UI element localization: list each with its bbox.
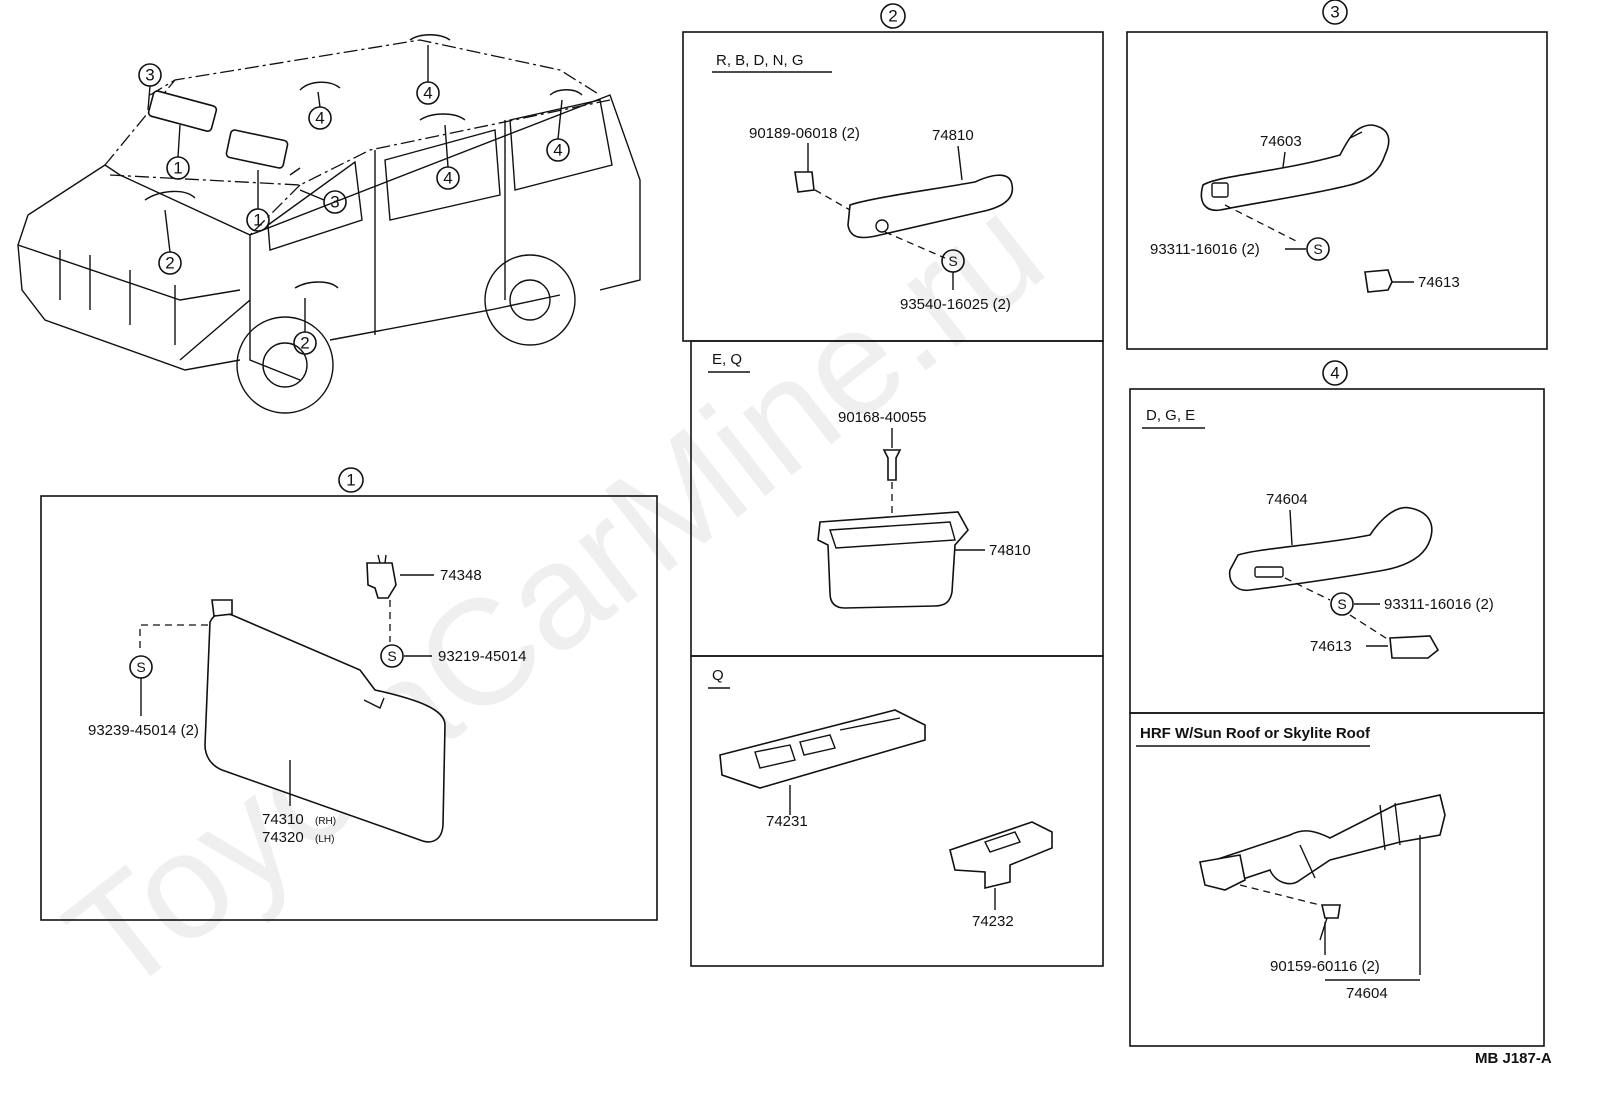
overview-callouts: 3 1 1 3 2 2 4 4 4 4	[138, 45, 570, 355]
section-3-frame	[1126, 31, 1548, 350]
s-symbol-sec4-text: S	[1337, 596, 1346, 612]
s-symbol-sec4	[1330, 592, 1354, 616]
variant-hrf-sunroof: HRF W/Sun Roof or Skylite Roof	[1140, 725, 1371, 742]
callout-1: 1	[173, 159, 182, 178]
bracket-74348	[366, 562, 397, 599]
section-3-number-circle	[1322, 0, 1348, 25]
section-2-number-circle	[880, 3, 906, 29]
variant-eq: E, Q	[712, 351, 742, 368]
van-illustration	[17, 34, 641, 414]
section-1-number-circle	[338, 467, 364, 493]
label-93311-16016-sec3: 93311-16016 (2)	[1150, 241, 1260, 258]
screw-90159	[1320, 904, 1341, 919]
strap-bracket	[1199, 854, 1246, 891]
callout-4b: 4	[423, 84, 432, 103]
section-1-frame	[40, 495, 658, 921]
cover-74613-sec3	[1364, 269, 1393, 293]
clip-90189	[794, 171, 815, 193]
label-90159-60116: 90159-60116 (2)	[1270, 958, 1380, 975]
s-symbol-left-text: S	[136, 659, 145, 675]
section-1: 1 74348 S 93219-45014 S 93239-45014 (2) …	[40, 467, 658, 921]
label-93239-45014: 93239-45014 (2)	[88, 722, 199, 739]
section-3-number: 3	[1330, 3, 1339, 22]
switch-74232	[949, 821, 1053, 890]
assist-grip-74603	[1200, 124, 1390, 211]
label-93311-16016-sec4: 93311-16016 (2)	[1384, 596, 1494, 613]
callout-1b: 1	[253, 211, 262, 230]
s-symbol-sec2-text: S	[948, 253, 957, 269]
label-93540-16025: 93540-16025 (2)	[900, 296, 1011, 313]
label-90189-06018: 90189-06018 (2)	[749, 125, 860, 142]
assist-grip-74604	[1228, 506, 1433, 592]
section-4-number: 4	[1330, 364, 1339, 383]
section-4: 4 D, G, E 74604 S 93311-16016 (2) 74613 …	[1129, 360, 1545, 1047]
section-2-panel-3	[690, 655, 1104, 967]
section-4-panel-2	[1129, 712, 1545, 1047]
section-2: 2 R, B, D, N, G 90189-06018 (2) 74810 S …	[682, 3, 1104, 967]
variant-dge: D, G, E	[1146, 407, 1195, 424]
label-90168-40055: 90168-40055	[838, 409, 926, 426]
visor-hinge	[211, 599, 233, 617]
label-74613-sec4: 74613	[1310, 638, 1352, 655]
switch-74231	[719, 709, 926, 789]
label-74604-strap: 74604	[1346, 985, 1388, 1002]
callout-4c: 4	[443, 169, 452, 188]
label-74310-suffix: (RH)	[315, 816, 336, 827]
section-2-number: 2	[888, 7, 897, 26]
callout-4d: 4	[553, 141, 562, 160]
label-74613-sec3: 74613	[1418, 274, 1460, 291]
label-74231: 74231	[766, 813, 808, 830]
label-74320: 74320	[262, 829, 304, 846]
drawing-code: MB J187-A	[1475, 1050, 1552, 1067]
cover-74613-sec4	[1389, 635, 1440, 659]
strap-74604	[1213, 794, 1446, 886]
callout-2: 2	[165, 254, 174, 273]
label-74320-suffix: (LH)	[315, 834, 334, 845]
variant-q: Q	[712, 667, 724, 684]
callout-4a: 4	[315, 109, 324, 128]
screw-90168	[882, 449, 902, 481]
callout-3b: 3	[330, 193, 339, 212]
label-74310: 74310	[262, 811, 304, 828]
variant-rbdng: R, B, D, N, G	[716, 52, 804, 69]
label-74604-grip: 74604	[1266, 491, 1308, 508]
label-74603: 74603	[1260, 133, 1302, 150]
callout-3b-circle	[323, 190, 347, 214]
label-74232: 74232	[972, 913, 1014, 930]
pocket-74810	[817, 511, 969, 609]
callout-2b: 2	[300, 334, 309, 353]
label-74348: 74348	[440, 567, 482, 584]
s-symbol-right	[380, 644, 404, 668]
s-symbol-sec3	[1306, 237, 1330, 261]
label-74810-grip: 74810	[932, 127, 974, 144]
s-symbol-right-text: S	[387, 648, 396, 664]
section-3: 3 74603 93311-16016 (2) S 74613	[1126, 0, 1548, 350]
s-symbol-sec3-text: S	[1313, 241, 1322, 257]
assist-grip-74810	[847, 174, 1014, 239]
callout-3: 3	[145, 66, 154, 85]
label-93219-45014: 93219-45014	[438, 648, 526, 665]
label-74810-pocket: 74810	[989, 542, 1031, 559]
section-4-number-circle	[1322, 360, 1348, 386]
section-1-number: 1	[346, 471, 355, 490]
